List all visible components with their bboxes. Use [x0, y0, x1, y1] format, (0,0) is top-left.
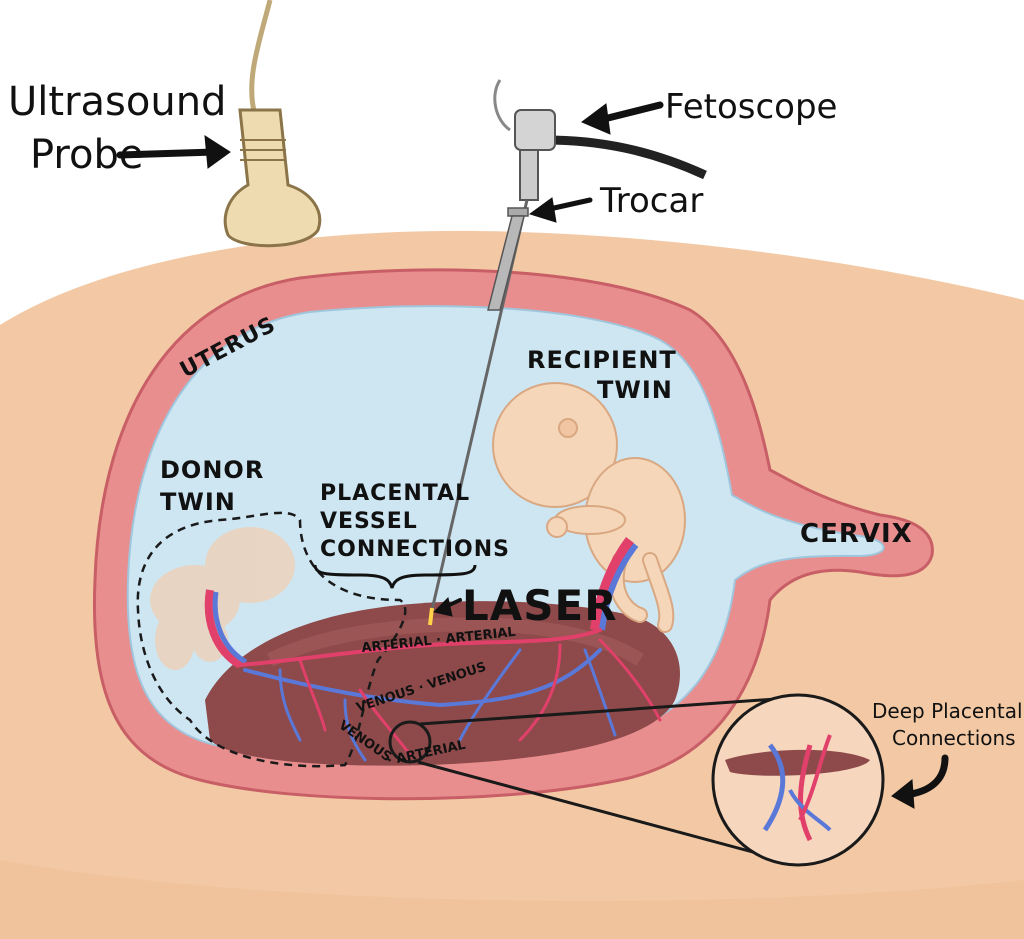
label-trocar: Trocar	[599, 181, 703, 221]
donor-twin-boundary	[136, 511, 407, 768]
label-deep-line1: Deep Placental	[872, 699, 1023, 723]
fetoscope-cable	[544, 135, 707, 180]
label-donor-line1: DONOR	[160, 456, 264, 484]
zoom-circle	[711, 693, 885, 867]
ultrasound-probe	[223, 0, 322, 248]
label-deep-line2: Connections	[892, 726, 1016, 750]
arrow-probe	[116, 148, 219, 159]
label-laser: LASER	[462, 581, 618, 630]
label-placental-line2: VESSEL	[320, 509, 418, 534]
label-recipient-line2: TWIN	[597, 376, 673, 404]
label-fetoscope: Fetoscope	[665, 87, 837, 127]
placental-vessels	[238, 628, 662, 762]
label-ultrasound-line2: Probe	[30, 132, 143, 178]
fetoscope	[430, 79, 707, 611]
magnifier	[388, 693, 885, 867]
label-donor-line2: TWIN	[160, 488, 236, 516]
label-ultrasound-line1: Ultrasound	[8, 79, 226, 125]
laser-beam	[428, 607, 434, 626]
placental-brace	[313, 564, 477, 589]
abdomen-bottom-shade	[0, 860, 1024, 939]
probe-cable	[249, 0, 273, 116]
trocar	[487, 207, 529, 311]
label-placental-line3: CONNECTIONS	[320, 537, 510, 562]
donor-twin-fetus	[150, 527, 295, 670]
label-cervix: CERVIX	[800, 519, 913, 549]
arrows	[116, 101, 949, 809]
label-recipient-line1: RECIPIENT	[527, 346, 677, 374]
label-placental-line1: PLACENTAL	[320, 481, 470, 506]
umbilical-cord-recipient	[590, 537, 639, 631]
arrow-fetoscope	[596, 101, 664, 124]
umbilical-cord-donor	[204, 589, 248, 669]
